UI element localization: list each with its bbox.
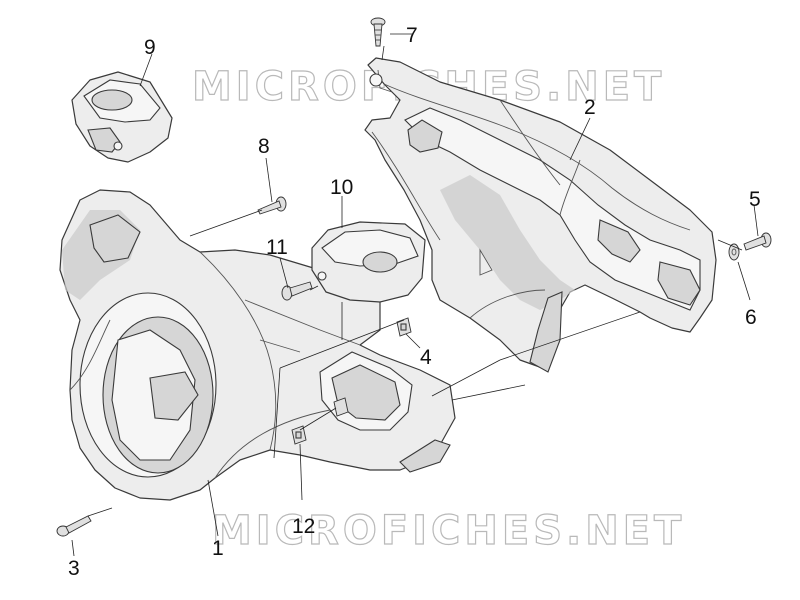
screw-3 <box>56 515 92 537</box>
callout-9: 9 <box>144 36 156 59</box>
callout-11: 11 <box>266 236 288 259</box>
watermark-bottom: MICROFICHES.NET <box>212 508 685 554</box>
clip-4 <box>396 317 412 337</box>
screw-7 <box>370 17 386 47</box>
callout-3: 3 <box>68 557 80 580</box>
callout-1: 1 <box>212 537 224 560</box>
callout-6: 6 <box>745 306 757 329</box>
part-1-front-handlebar-cover <box>59 189 456 501</box>
callout-4: 4 <box>420 346 432 369</box>
part-9-cover <box>71 71 173 163</box>
callout-2: 2 <box>584 96 596 119</box>
part-10-cover <box>311 221 426 303</box>
leader-lines <box>71 33 759 557</box>
screw-11 <box>281 281 313 301</box>
screw-8 <box>257 196 287 215</box>
callout-12: 12 <box>292 515 315 538</box>
callout-7: 7 <box>406 24 418 47</box>
callout-5: 5 <box>749 188 761 211</box>
clip-inner <box>333 397 349 417</box>
callout-8: 8 <box>258 135 270 158</box>
screw-5 <box>743 232 772 251</box>
callout-labels: 7 9 2 8 10 5 11 6 4 12 1 3 <box>68 24 761 580</box>
callout-10: 10 <box>330 176 353 199</box>
clip-12 <box>291 425 307 445</box>
part-2-rear-handlebar-cover <box>364 57 717 373</box>
